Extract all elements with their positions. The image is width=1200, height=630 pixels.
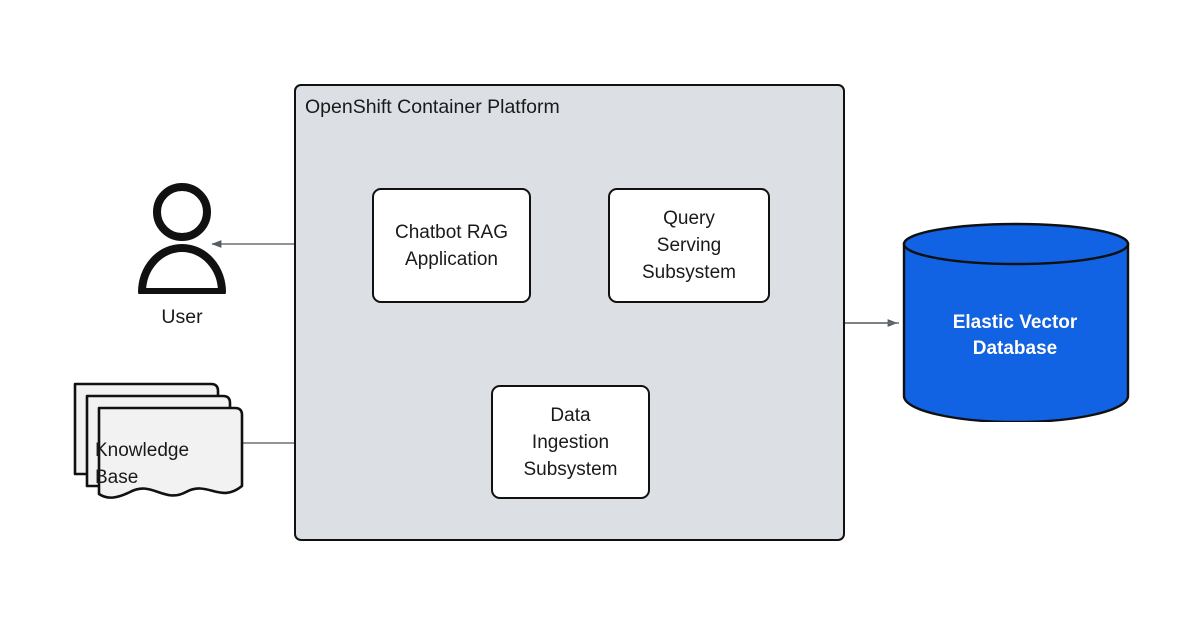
data-ingestion-label: Data Ingestion Subsystem [524,402,618,483]
user-label: User [161,306,203,328]
query-serving-label-line2: Serving [656,235,722,256]
openshift-platform-label: OpenShift Container Platform [305,96,560,118]
node-data-ingestion-subsystem[interactable]: Data Ingestion Subsystem [491,385,650,499]
chatbot-label: Chatbot RAG Application [395,219,508,273]
node-query-serving-subsystem[interactable]: Query Serving Subsystem [608,188,770,303]
query-serving-label-line1: Query [663,208,715,229]
data-ingestion-label-line2: Ingestion [531,431,610,453]
database-label-line1: Elastic Vector [952,312,1078,333]
knowledge-base-label-line1: Knowledge [95,440,190,461]
knowledge-base-label: Knowledge Base [95,437,245,491]
query-serving-label: Query Serving Subsystem [642,205,736,286]
database-label-line2: Database [972,338,1058,359]
chatbot-label-line1: Chatbot RAG [395,221,508,243]
data-ingestion-label-line1: Data [550,404,591,426]
knowledge-base-label-line2: Base [95,467,139,488]
data-ingestion-label-line3: Subsystem [523,458,618,480]
knowledge-base-icon [73,382,244,499]
node-elastic-vector-database[interactable] [901,222,1131,422]
chatbot-label-line2: Application [405,248,498,270]
elastic-vector-database-label: Elastic Vector Database [901,310,1129,362]
node-chatbot-rag-application[interactable]: Chatbot RAG Application [372,188,531,303]
user-actor-icon [138,183,226,294]
query-serving-label-line3: Subsystem [642,262,736,283]
